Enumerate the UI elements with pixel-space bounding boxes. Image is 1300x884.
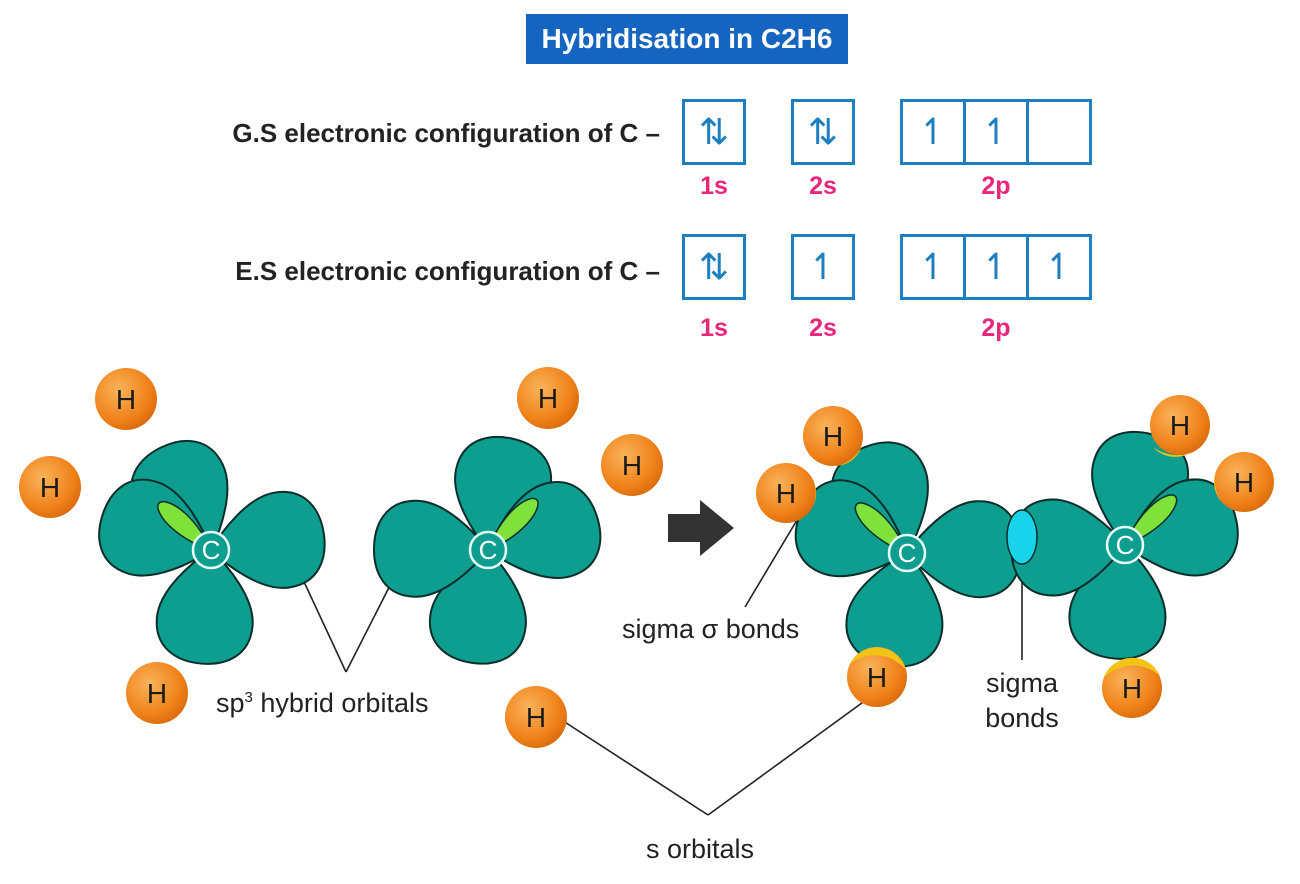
diagram-title: Hybridisation in C2H6: [526, 14, 848, 64]
gs-1s-label: 1s: [700, 172, 728, 200]
hydrogen-symbol: H: [147, 678, 167, 709]
hc-sigma-overlaps: [813, 446, 1220, 678]
hydrogen-symbol: H: [823, 421, 843, 452]
hydrogen-symbol: H: [1122, 673, 1142, 704]
hydrogen-symbol: H: [538, 383, 558, 414]
s-orbitals-label: s orbitals: [646, 834, 755, 864]
es-2s-label: 2s: [809, 314, 837, 342]
gs-1s-box: ⇅: [682, 99, 746, 165]
reaction-arrow-icon: [668, 500, 734, 556]
carbon-3-symbol: C: [898, 538, 917, 568]
gs-2s-box: ⇅: [791, 99, 855, 165]
es-2p-label: 2p: [981, 314, 1011, 342]
es-2p-box-1: ↿: [900, 234, 966, 300]
hydrogen-symbol: H: [116, 384, 136, 415]
carbon-nuclei: [191, 525, 1145, 573]
carbon-1-symbol: C: [202, 535, 221, 565]
hydrogen-symbol: H: [1234, 467, 1254, 498]
cc-sigma-overlap: [1006, 509, 1038, 565]
es-2s-box: ↿: [791, 234, 855, 300]
hybrid-orbitals-label: sp3 hybrid orbitals: [216, 688, 429, 718]
es-2p-box-2: ↿: [963, 234, 1029, 300]
gs-2s-label: 2s: [809, 172, 837, 200]
es-2p-box-3: ↿: [1026, 234, 1092, 300]
gs-2p-box-2: ↿: [963, 99, 1029, 165]
hydrogen-atoms: [19, 367, 1274, 748]
hydrogen-symbol: H: [1170, 410, 1190, 441]
hydrogen-symbol: H: [622, 450, 642, 481]
hydrogen-symbol: H: [867, 662, 887, 693]
es-1s-box: ⇅: [682, 234, 746, 300]
gs-2p-label: 2p: [981, 172, 1011, 200]
hydrogen-symbol: H: [776, 478, 796, 509]
es-1s-label: 1s: [700, 314, 728, 342]
gs-2p-box-1: ↿: [900, 99, 966, 165]
gs-2p-box-3: [1026, 99, 1092, 165]
es-config-label: E.S electronic configuration of C –: [235, 256, 660, 286]
carbon-4-symbol: C: [1116, 530, 1135, 560]
carbon-2-symbol: C: [479, 535, 498, 565]
hydrogen-symbol: H: [526, 702, 546, 733]
gs-config-label: G.S electronic configuration of C –: [232, 118, 660, 148]
hydrogen-symbol: H: [40, 472, 60, 503]
sigma-bonds-label: sigma σ bonds: [622, 614, 800, 644]
